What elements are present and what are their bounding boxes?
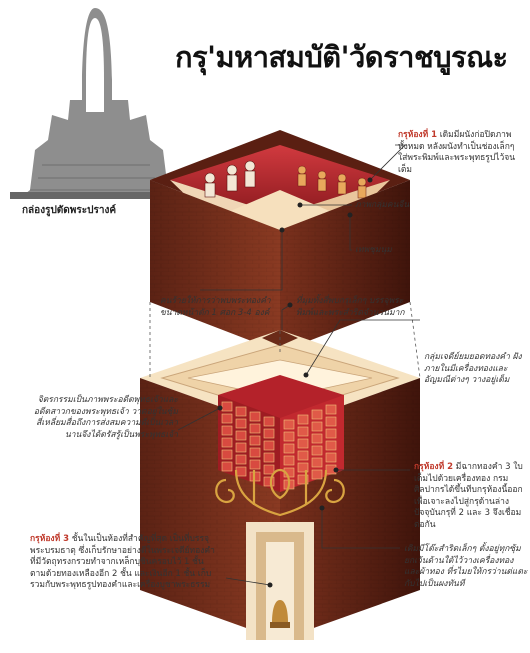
mural-niche (221, 425, 233, 436)
mural-niche (311, 469, 323, 480)
gold-screen-ornament (215, 468, 345, 517)
mural-niche (221, 461, 233, 472)
mural-niche (235, 430, 247, 441)
mural-niche (325, 416, 337, 427)
label-found-place: ที่มุมทั้งสี่พบกรุเล็กๆ บรรจุพระพิมพ์และ… (296, 296, 405, 318)
label-deity: เทพชุมนุม (355, 245, 392, 255)
mural-niche (221, 449, 233, 460)
mural-niche (283, 443, 295, 454)
chamber-3-text: ชั้นในเป็นห้องที่สำคัญที่สุด เป็นที่บรรจ… (30, 534, 215, 590)
mural-niche (221, 437, 233, 448)
label-chinese-group: ภาพกลุ่มคนจีน (355, 200, 410, 210)
mural-niche (311, 445, 323, 456)
mural-niche (311, 457, 323, 468)
prang-silhouette (10, 8, 182, 199)
mural-niche (283, 419, 295, 430)
mural-niche (325, 428, 337, 439)
mural-niche (235, 418, 247, 429)
page-title: กรุ'มหาสมบัติ'วัดราชบูรณะ (175, 40, 508, 74)
chamber-3-note: กรุห้องที่ 3 ชั้นในเป็นห้องที่สำคัญที่สุ… (30, 534, 220, 592)
pointer-lines (177, 144, 420, 586)
mural-niche (283, 431, 295, 442)
mural-niche (297, 474, 309, 485)
mural-niche (325, 452, 337, 463)
label-offering: คนร้ายให้การว่าพบพระทองคำขนาดหน้าตัก 1 ศ… (160, 296, 271, 318)
mural-niche (235, 466, 247, 477)
mural-niche (235, 454, 247, 465)
chamber-2-note: กรุห้องที่ 2 มีฉากทองคำ 3 ใบ เต็มไปด้วยเ… (414, 462, 528, 531)
mural-niche (249, 459, 261, 470)
label-mural: จิตรกรรมเป็นภาพพระอดีตพุทธเจ้าและอดีตสาว… (33, 395, 178, 440)
mural-niche (249, 423, 261, 434)
chamber-2-heading: กรุห้องที่ 2 (414, 462, 454, 472)
mural-niche (297, 426, 309, 437)
mural-niche (263, 464, 275, 475)
mural-niche (297, 462, 309, 473)
mural-niche (221, 401, 233, 412)
chamber-3-heading: กรุห้องที่ 3 (30, 534, 70, 544)
label-stupa-group: กลุ่มเจดีย์ยมยอดทองคำ ฝังภายในมีเครื่องท… (424, 352, 522, 385)
mural-niche (311, 409, 323, 420)
pointer-dots (217, 177, 373, 588)
chamber-1-text: เดิมมีผนังก่อปิดภาพทั้งหมด หลังผนังทำเป็… (398, 130, 516, 175)
chamber-2-box (140, 330, 420, 640)
mural-niche (235, 406, 247, 417)
mural-niche (325, 440, 337, 451)
mural-niche (297, 450, 309, 461)
chamber-1-box (150, 130, 410, 352)
mural-niche (311, 421, 323, 432)
mural-niche (311, 433, 323, 444)
mural-niche (263, 476, 275, 487)
mural-niche (263, 428, 275, 439)
chamber-3-vault (246, 522, 314, 640)
mural-niche (263, 440, 275, 451)
mural-niche (249, 411, 261, 422)
guide-lines (149, 301, 421, 379)
chamber-2-text: มีฉากทองคำ 3 ใบ เต็มไปด้วยเครื่องทอง กรม… (414, 462, 523, 530)
mural-niche (283, 455, 295, 466)
mural-niche (325, 404, 337, 415)
mural-niche (263, 452, 275, 463)
mural-niche (297, 438, 309, 449)
chamber-1-note: กรุห้องที่ 1 เดิมมีผนังก่อปิดภาพทั้งหมด … (398, 130, 526, 176)
mural-niche (235, 442, 247, 453)
mural-niche (221, 413, 233, 424)
prang-caption: กล่องรูปตัดพระปรางค์ (22, 205, 117, 216)
chamber-1-heading: กรุห้องที่ 1 (398, 130, 438, 140)
label-bronze: เดิมมีโต๊ะสำริดเล็กๆ ตั้งอยู่ทุกซุ้ม ยกเ… (404, 544, 528, 589)
mural-niche (263, 416, 275, 427)
mural-niche (297, 414, 309, 425)
mural-niche (249, 435, 261, 446)
mural-niche (249, 447, 261, 458)
